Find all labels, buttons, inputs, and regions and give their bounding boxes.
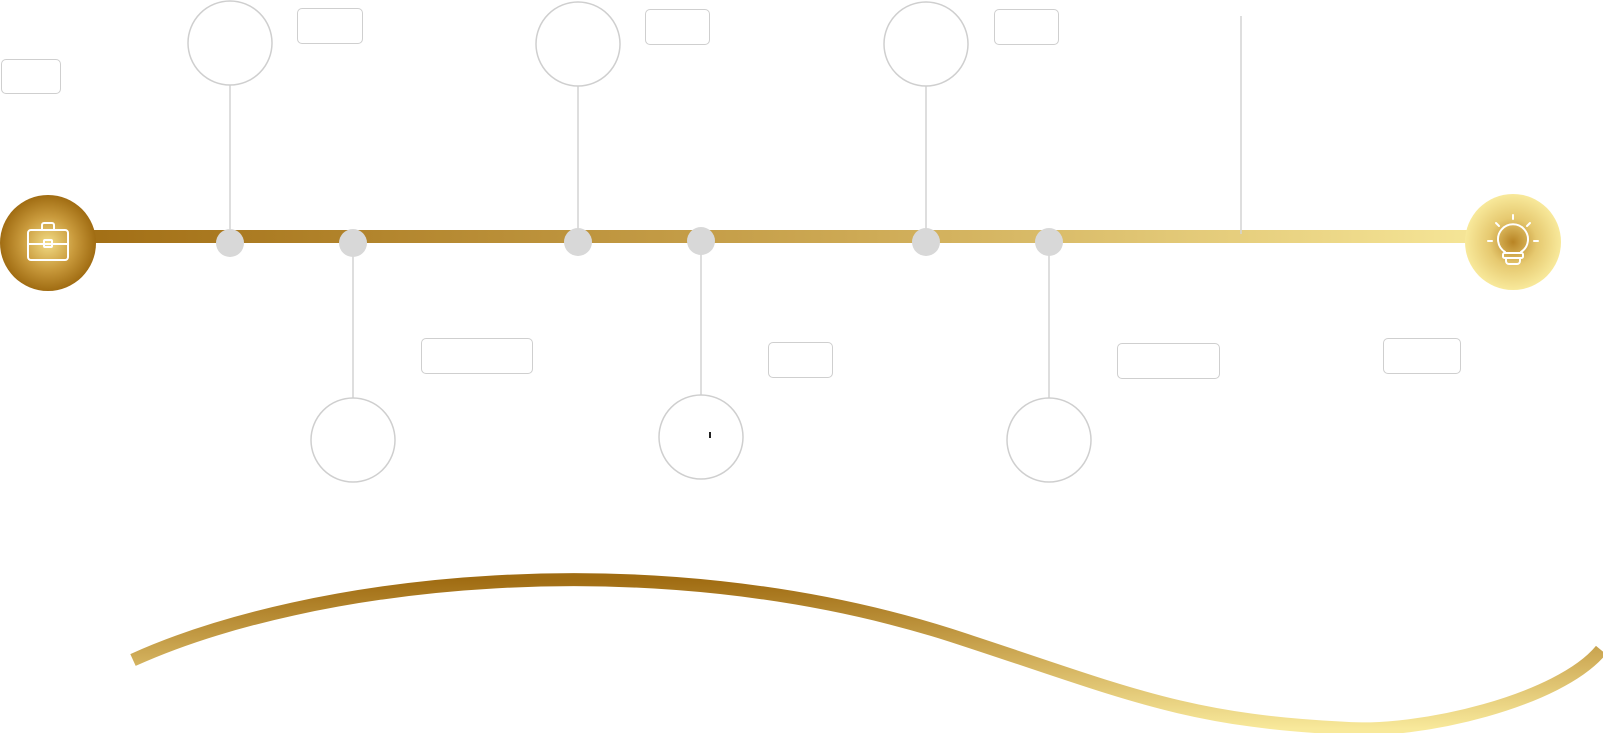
text-box[interactable] bbox=[421, 338, 533, 374]
lightbulb-icon bbox=[1487, 214, 1539, 265]
milestone-circle bbox=[658, 394, 744, 480]
milestone-4 bbox=[658, 227, 744, 480]
milestone-dot bbox=[564, 228, 592, 256]
decorative-wave bbox=[130, 573, 1603, 733]
text-box[interactable] bbox=[1383, 338, 1461, 374]
milestone-dot bbox=[339, 229, 367, 257]
milestone-2 bbox=[310, 229, 396, 483]
timeline-bar bbox=[47, 230, 1512, 243]
milestone-6 bbox=[1006, 228, 1092, 483]
end-circle bbox=[1465, 194, 1561, 290]
text-box[interactable] bbox=[994, 9, 1059, 45]
milestone-circle bbox=[1006, 397, 1092, 483]
milestone-dot bbox=[1035, 228, 1063, 256]
milestone-circle bbox=[535, 1, 621, 87]
text-box[interactable] bbox=[1117, 343, 1220, 379]
text-box[interactable] bbox=[768, 342, 833, 378]
text-box[interactable] bbox=[645, 9, 710, 45]
briefcase-icon bbox=[27, 222, 69, 261]
milestone-circle bbox=[883, 1, 969, 87]
milestone-dot bbox=[687, 227, 715, 255]
milestone-dot bbox=[912, 228, 940, 256]
milestone-circle bbox=[310, 397, 396, 483]
text-box[interactable] bbox=[1, 59, 61, 94]
milestone-dot bbox=[216, 229, 244, 257]
milestone-circle bbox=[187, 0, 273, 86]
cursor-mark bbox=[709, 432, 711, 438]
start-node bbox=[0, 195, 96, 291]
milestone-3 bbox=[535, 1, 621, 256]
milestone-5 bbox=[883, 1, 969, 256]
text-box[interactable] bbox=[297, 8, 363, 44]
end-node bbox=[1465, 194, 1561, 290]
milestone-1 bbox=[187, 0, 273, 257]
